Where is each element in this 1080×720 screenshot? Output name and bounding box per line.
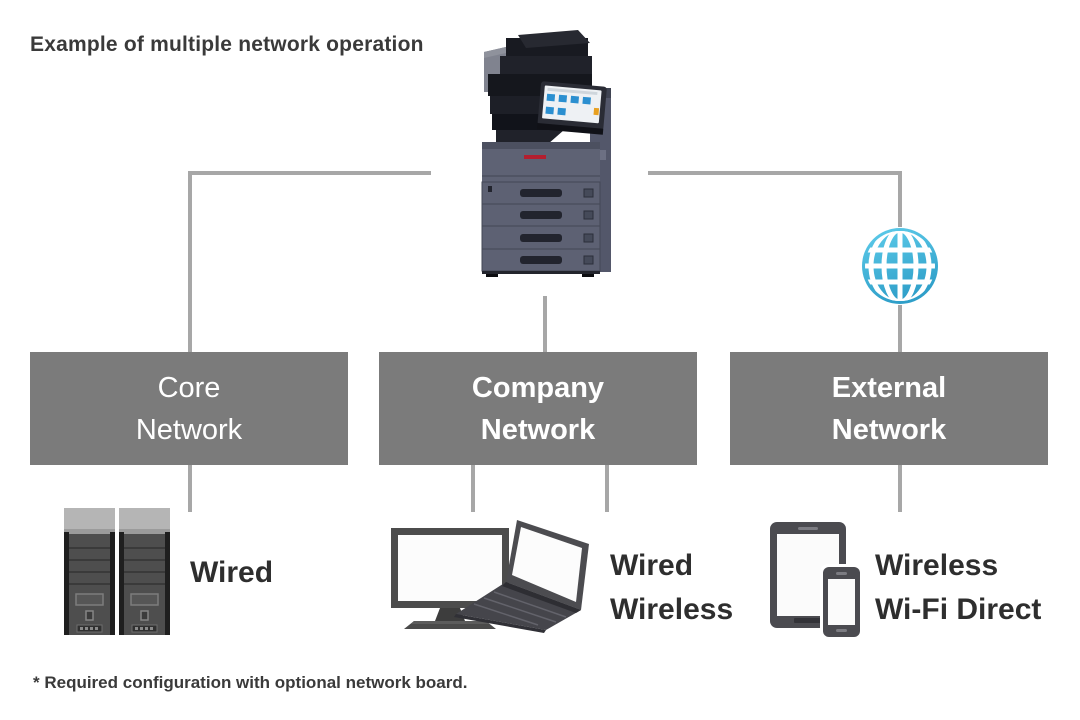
external-connection-label-1: Wireless <box>875 549 999 582</box>
network-box-core: Core Network <box>30 352 348 465</box>
diagram-title: Example of multiple network operation <box>30 33 424 56</box>
network-box-core-line2: Network <box>135 413 243 446</box>
connector-core-horizontal <box>188 171 431 175</box>
core-connection-labels: Wired <box>190 551 273 595</box>
globe-icon <box>862 228 938 304</box>
external-connection-labels: Wireless Wi-Fi Direct <box>875 544 1041 632</box>
network-box-core-line1: Core <box>157 371 221 404</box>
connector-external-vertical-lower <box>898 305 902 352</box>
core-connection-label-1: Wired <box>190 556 274 589</box>
connector-company-device-line-2 <box>605 465 609 512</box>
company-connection-labels: Wired Wireless <box>610 544 733 632</box>
network-box-company-line1: Company <box>471 371 605 404</box>
network-box-external-line1: External <box>831 371 947 404</box>
tablet-smartphone-icon <box>770 522 862 639</box>
server-towers-icon <box>64 508 170 635</box>
external-connection-label-2: Wi-Fi Direct <box>875 593 1042 626</box>
connector-core-device-line <box>188 465 192 512</box>
connector-company-device-line-1 <box>471 465 475 512</box>
company-connection-label-1: Wired <box>610 549 694 582</box>
desktop-laptop-icon <box>391 520 589 633</box>
connector-external-vertical-upper <box>898 171 902 227</box>
footnote: * Required configuration with optional n… <box>33 673 468 692</box>
connector-external-device-line <box>898 465 902 512</box>
connector-core-vertical <box>188 171 192 352</box>
network-box-company-line2: Network <box>480 413 596 446</box>
multifunction-printer-icon <box>481 30 611 277</box>
network-box-external-line2: Network <box>831 413 947 446</box>
network-box-external: External Network <box>730 352 1048 465</box>
connector-printer-vertical <box>543 296 547 352</box>
company-connection-label-2: Wireless <box>610 593 734 626</box>
connector-external-horizontal <box>648 171 902 175</box>
network-box-company: Company Network <box>379 352 697 465</box>
